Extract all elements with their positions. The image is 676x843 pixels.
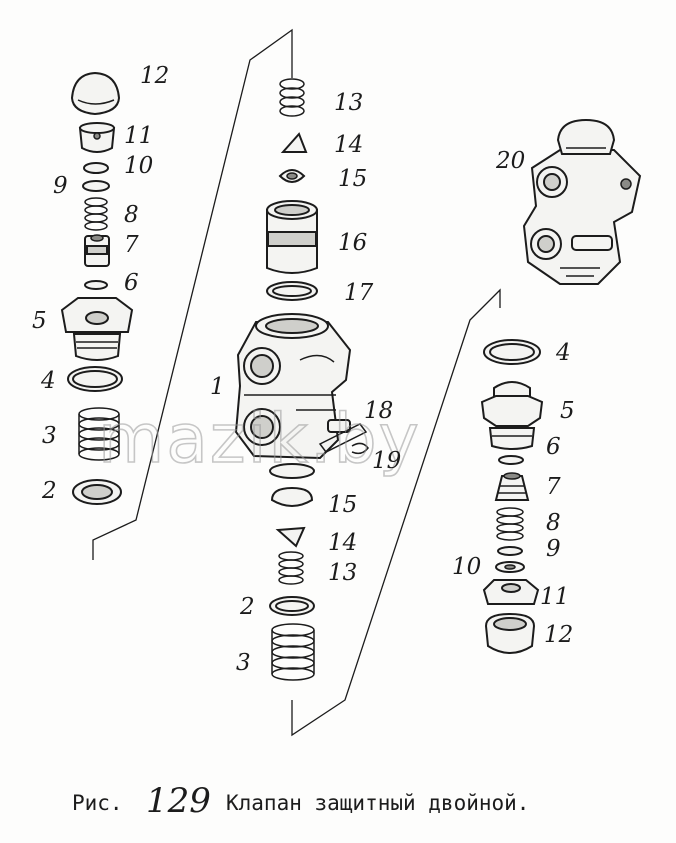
label-center-bottom-3: 3 xyxy=(236,650,251,676)
part-11-left-disk xyxy=(78,122,116,153)
label-right-6: 6 xyxy=(546,434,561,460)
label-left-9: 9 xyxy=(53,173,68,199)
part-19-clip xyxy=(351,442,369,455)
part-3-left-spring xyxy=(78,407,120,461)
label-assembly-20: 20 xyxy=(495,148,525,174)
label-left-4: 4 xyxy=(40,368,56,394)
part-11-right-nut xyxy=(482,579,540,605)
part-15-top-seat xyxy=(278,169,306,183)
label-right-11: 11 xyxy=(540,584,569,610)
part-13-bottom-spring xyxy=(278,551,304,585)
label-right-8: 8 xyxy=(546,510,561,536)
label-center-bottom-13: 13 xyxy=(328,560,357,586)
label-left-10: 10 xyxy=(124,153,153,179)
part-2-left-washer xyxy=(72,479,122,505)
part-14-bottom-valve xyxy=(275,526,306,548)
label-center-15: 15 xyxy=(338,166,367,192)
label-left-7: 7 xyxy=(124,232,139,258)
figure-caption: Рис. 129 Клапан защитный двойной. xyxy=(72,781,529,821)
label-pin-18: 18 xyxy=(364,398,393,424)
part-8-right-spring xyxy=(496,507,524,541)
part-12-left-cap xyxy=(70,71,121,116)
labels-center-top: 13 14 15 16 17 xyxy=(334,90,374,306)
label-right-7: 7 xyxy=(546,474,561,500)
part-13-top-spring xyxy=(279,78,305,117)
part-14-top-valve xyxy=(280,132,308,153)
caption-title: Клапан защитный двойной. xyxy=(226,791,529,815)
label-center-16: 16 xyxy=(338,230,367,256)
part-5-right-plug xyxy=(480,381,544,450)
label-right-12: 12 xyxy=(544,622,573,648)
part-12-right-cap xyxy=(484,612,536,654)
part-20-assembled-valve xyxy=(522,118,642,285)
label-left-2: 2 xyxy=(41,478,57,504)
label-body-1: 1 xyxy=(210,374,225,400)
part-16-top-sleeve xyxy=(266,200,318,274)
labels-center-body: 1 18 19 xyxy=(210,374,401,474)
label-left-12: 12 xyxy=(140,63,169,89)
assembly-axis-lines xyxy=(92,28,501,737)
label-center-17: 17 xyxy=(344,280,374,306)
part-6-left-washer xyxy=(84,280,108,290)
label-left-3: 3 xyxy=(42,423,57,449)
label-center-bottom-2: 2 xyxy=(239,594,255,620)
part-oring-below-body xyxy=(269,463,315,479)
label-left-8: 8 xyxy=(124,202,139,228)
caption-number: 129 xyxy=(146,781,211,821)
label-right-10: 10 xyxy=(452,554,481,580)
part-2-bottom-washer xyxy=(269,596,315,616)
label-center-bottom-15: 15 xyxy=(328,492,357,518)
label-center-bottom-14: 14 xyxy=(328,530,357,556)
part-4-left-oring xyxy=(67,366,123,392)
label-center-13: 13 xyxy=(334,90,363,116)
part-4-right-oring xyxy=(483,339,541,365)
part-7-left-plunger xyxy=(84,234,110,267)
label-right-9: 9 xyxy=(546,536,561,562)
caption-prefix: Рис. xyxy=(72,791,123,815)
part-6-right-ring xyxy=(498,455,524,465)
label-clip-19: 19 xyxy=(372,448,401,474)
part-8-left-spring xyxy=(84,197,108,231)
part-9-left-ring xyxy=(82,180,110,192)
part-1-valve-body xyxy=(234,313,352,460)
part-5-left-nut xyxy=(60,297,134,361)
labels-left: 12 11 10 9 8 7 6 5 4 3 2 xyxy=(32,63,169,504)
part-3-bottom-spring xyxy=(271,623,315,681)
part-17-top-oring xyxy=(266,281,318,301)
label-right-5: 5 xyxy=(560,398,575,424)
part-10-right-disk xyxy=(495,561,525,573)
labels-center-bottom: 15 14 13 2 3 xyxy=(236,492,357,676)
label-center-14: 14 xyxy=(334,132,363,158)
label-right-4: 4 xyxy=(555,340,571,366)
label-left-6: 6 xyxy=(124,270,139,296)
part-9-right-ring xyxy=(497,546,523,556)
part-10-left-ring xyxy=(83,162,109,174)
labels-right: 20 4 5 6 7 8 9 10 11 12 xyxy=(452,148,575,648)
label-left-5: 5 xyxy=(32,308,47,334)
watermark-text: mazik.by xyxy=(98,400,421,479)
label-left-11: 11 xyxy=(124,123,153,149)
part-7-right-plunger xyxy=(494,472,530,501)
part-15-bottom-seat xyxy=(270,486,314,507)
part-18-pin xyxy=(318,423,368,453)
